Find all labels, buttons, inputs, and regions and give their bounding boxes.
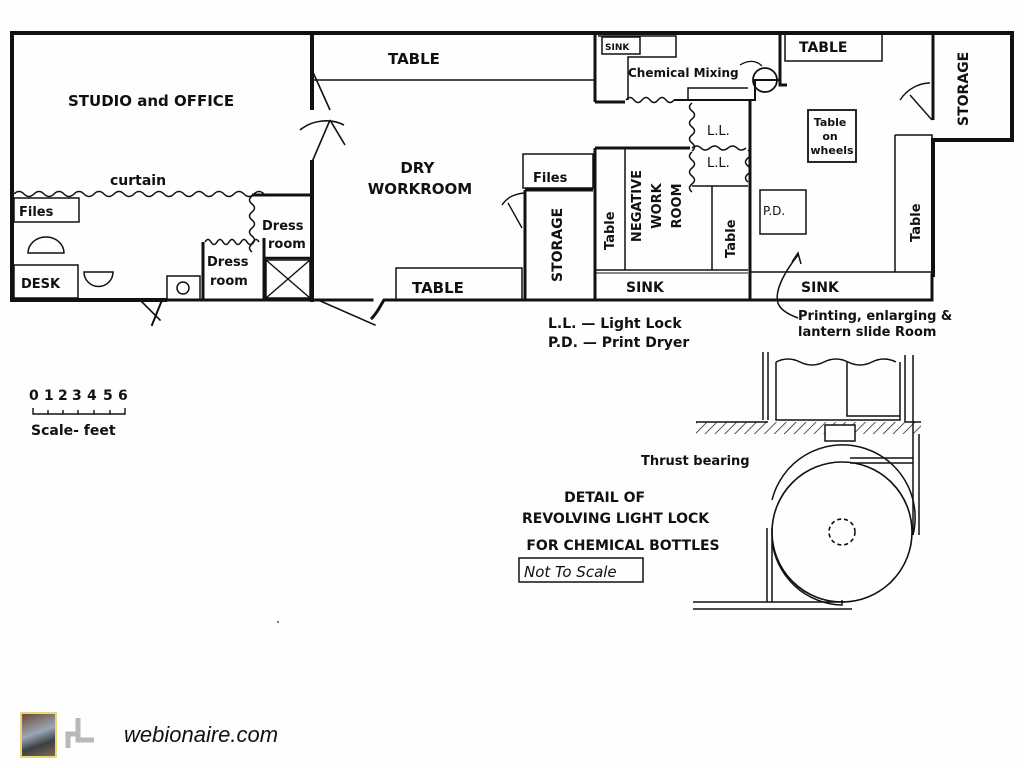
scale-tick-label: 3 bbox=[72, 388, 82, 404]
curtain-line bbox=[13, 190, 265, 198]
files-mid-label: Files bbox=[533, 171, 568, 186]
scale-tick-label: 6 bbox=[118, 388, 128, 404]
curtain-label: curtain bbox=[110, 173, 166, 189]
dress-room-1-walls bbox=[252, 193, 312, 300]
revolving-drum bbox=[771, 461, 913, 603]
printing-room-label: Printing, enlarging & lantern slide Room bbox=[798, 309, 957, 340]
sink-neg-label: SINK bbox=[626, 280, 665, 296]
sink-small-box bbox=[601, 36, 641, 55]
sink-print-label: SINK bbox=[801, 280, 840, 296]
detail-title: DETAIL OF REVOLVING LIGHT LOCK FOR CHEMI… bbox=[522, 490, 720, 554]
scale-tick-label: 2 bbox=[58, 388, 68, 404]
legend-light-lock: L.L. — Light Lock bbox=[548, 316, 682, 332]
scale-tick-label: 0 bbox=[29, 388, 39, 404]
scale-bar: 0 1 2 3 4 5 6 Scale- feet bbox=[29, 388, 128, 439]
not-to-scale-label: Not To Scale bbox=[524, 563, 617, 581]
table-on-wheels-label: Table on wheels bbox=[810, 116, 854, 157]
table-bottom-outline bbox=[395, 267, 523, 301]
print-dryer bbox=[759, 189, 807, 235]
not-to-scale-box bbox=[518, 557, 644, 583]
chem-mix-curtain bbox=[625, 96, 675, 104]
thumbnail-image bbox=[20, 712, 57, 758]
legend-print-dryer: P.D. — Print Dryer bbox=[548, 335, 689, 351]
bottle-wavy-top bbox=[775, 358, 897, 366]
door-swing-studio bbox=[299, 69, 346, 163]
scale-tick-label: 4 bbox=[87, 388, 97, 404]
scale-label: Scale- feet bbox=[31, 423, 116, 439]
thrust-bearing bbox=[824, 424, 856, 442]
sink-basin-drain-icon bbox=[176, 281, 190, 295]
table-bottom-label: TABLE bbox=[412, 279, 464, 297]
storage-mid-label: STORAGE bbox=[550, 208, 566, 282]
dress-room-1-label: Dress room bbox=[262, 219, 308, 252]
thrust-bearing-label: Thrust bearing bbox=[641, 454, 750, 469]
sink-small-label: SINK bbox=[605, 43, 630, 53]
sink-basin bbox=[166, 275, 201, 301]
table-neg-left-label: Table bbox=[603, 211, 618, 250]
table-print-top-label: TABLE bbox=[799, 40, 847, 56]
desk bbox=[13, 264, 79, 299]
dry-workroom-label: DRY WORKROOM bbox=[368, 159, 472, 198]
chemical-mixing-label: Chemical Mixing bbox=[628, 66, 739, 80]
door-swing-storage bbox=[501, 192, 525, 229]
files-left-label: Files bbox=[19, 205, 54, 220]
print-dryer-label: P.D. bbox=[763, 204, 785, 218]
table-print-right-label: Table bbox=[909, 203, 924, 242]
scale-tick-label: 1 bbox=[44, 388, 54, 404]
table-top-label: TABLE bbox=[388, 50, 440, 68]
logo-icon bbox=[65, 718, 94, 748]
light-lock-curtain bbox=[688, 102, 696, 152]
table-on-wheels bbox=[807, 109, 857, 163]
light-lock-2-label: L.L. bbox=[707, 156, 730, 171]
bottle-dashed-icon bbox=[828, 518, 856, 546]
storage-right-label: STORAGE bbox=[956, 52, 972, 126]
revolving-light-lock-detail bbox=[693, 352, 921, 610]
revolving-light-lock-icon bbox=[752, 67, 778, 93]
room-label: ROOM bbox=[670, 183, 685, 228]
desk-label: DESK bbox=[21, 277, 61, 292]
hatched-floor bbox=[696, 422, 921, 434]
dress-room-2-label: Dress room bbox=[207, 255, 253, 289]
table-neg-right-label: Table bbox=[724, 219, 739, 258]
light-lock-1-label: L.L. bbox=[707, 124, 730, 139]
room-label-studio: STUDIO and OFFICE bbox=[68, 92, 234, 110]
scale-tick-label: 5 bbox=[103, 388, 113, 404]
chair-cup-icon bbox=[83, 271, 114, 288]
files-cabinet-left bbox=[13, 197, 80, 223]
table-print-top bbox=[784, 32, 883, 62]
work-label: WORK bbox=[650, 182, 665, 228]
stray-mark bbox=[277, 621, 279, 623]
chair-semicircle-icon bbox=[27, 236, 65, 254]
dress-room-2-curtain bbox=[204, 238, 260, 246]
footer-site-label: webionaire.com bbox=[124, 722, 279, 747]
door-swing-storage-right bbox=[899, 82, 933, 121]
storage-crossed-box bbox=[265, 259, 311, 299]
pointer-arrow bbox=[776, 254, 799, 319]
negative-label: NEGATIVE bbox=[630, 170, 645, 242]
files-cabinet-mid bbox=[522, 153, 594, 189]
